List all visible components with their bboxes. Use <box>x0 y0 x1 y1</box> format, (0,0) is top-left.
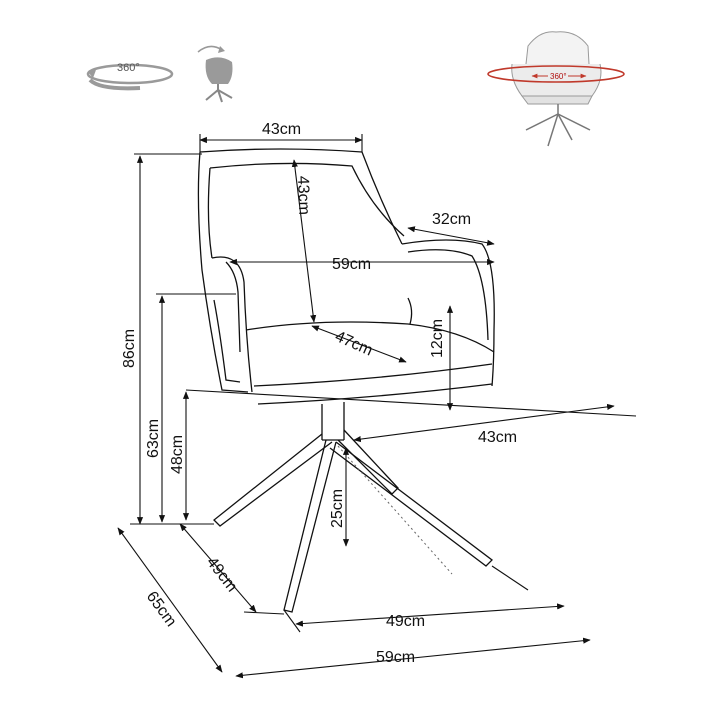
dimension-lines <box>117 134 637 679</box>
chair-photo-360: 360° <box>487 31 625 147</box>
rotate-label: 360° <box>117 62 140 74</box>
arm-width-label: 59cm <box>332 256 371 273</box>
armrest-depth-label: 32cm <box>432 211 471 228</box>
total-depth-label: 65cm <box>143 588 180 630</box>
chair-outline <box>197 148 495 613</box>
total-width-label: 59cm <box>376 649 415 666</box>
rotate-360-icon: 360° <box>86 62 174 91</box>
backrest-width-label: 43cm <box>262 121 301 138</box>
total-height-label: 86cm <box>121 329 138 368</box>
backrest-height-label: 43cm <box>294 176 312 216</box>
armrest-height-label: 12cm <box>429 319 446 358</box>
seat-width-label: 43cm <box>478 429 517 446</box>
base-width-label: 49cm <box>386 613 425 630</box>
leg-height-label: 25cm <box>329 489 346 528</box>
swivel-chair-icon <box>197 45 233 103</box>
base-depth-label: 49cm <box>203 554 240 595</box>
leg-guide-line <box>337 445 453 575</box>
photo-360-label: 360° <box>550 72 567 81</box>
seat-depth-label: 47cm <box>332 328 375 359</box>
arm-floor-height-label: 63cm <box>145 419 162 458</box>
seat-height-label: 48cm <box>169 435 186 474</box>
